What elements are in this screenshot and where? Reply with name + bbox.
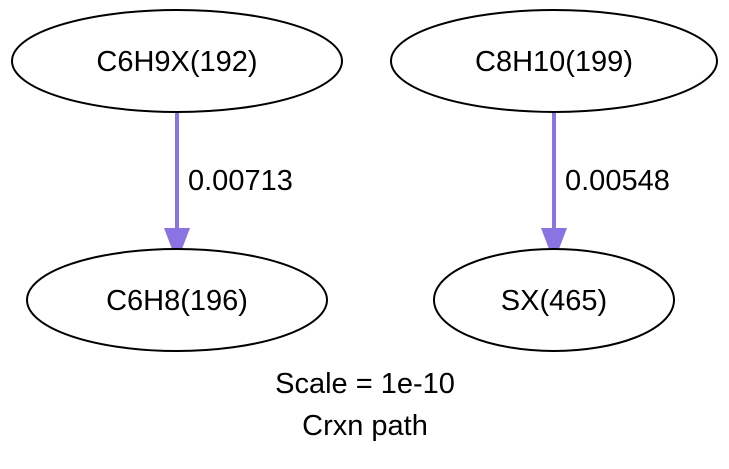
edge-arrowhead	[541, 228, 567, 262]
caption-scale: Scale = 1e-10	[275, 368, 455, 400]
edge-arrowhead	[164, 228, 190, 262]
node-c6h9x-192[interactable]: C6H9X(192)	[11, 9, 343, 113]
node-sx-465[interactable]: SX(465)	[433, 248, 675, 352]
node-label: C6H9X(192)	[96, 46, 257, 78]
node-c8h10-199[interactable]: C8H10(199)	[390, 9, 718, 113]
node-c6h8-196[interactable]: C6H8(196)	[26, 248, 328, 352]
edge-label: 0.00713	[188, 165, 293, 197]
node-label: SX(465)	[501, 285, 607, 317]
node-ellipse	[11, 9, 343, 113]
node-ellipse	[26, 248, 328, 352]
edge-label: 0.00548	[565, 165, 670, 197]
node-label: C6H8(196)	[106, 285, 248, 317]
node-ellipse	[433, 248, 675, 352]
edge-c6h9x-to-c6h8: 0.00713	[164, 112, 293, 262]
caption-title: Crxn path	[302, 410, 428, 442]
node-label: C8H10(199)	[475, 46, 633, 78]
edge-c8h10-to-sx: 0.00548	[541, 112, 670, 262]
node-ellipse	[390, 9, 718, 113]
